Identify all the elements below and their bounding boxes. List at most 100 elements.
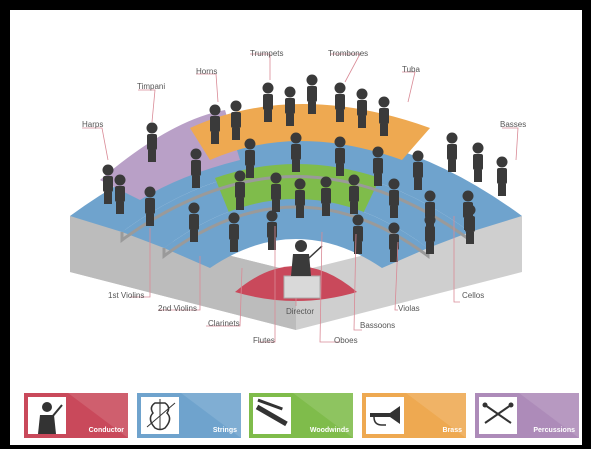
musician-body [425, 202, 435, 218]
musician-legs [414, 178, 422, 190]
strings-middle-tier [122, 168, 470, 248]
musician-legs [358, 116, 366, 128]
musician-head [334, 136, 346, 148]
musician-body [321, 188, 331, 204]
label-flutes: Flutes [253, 336, 275, 345]
director-platform [283, 275, 321, 299]
legend-label-percussions: Percussions [533, 427, 575, 434]
drumsticks-icon [479, 397, 517, 434]
legend-label-brass: Brass [442, 427, 462, 434]
musician-legs [272, 200, 280, 212]
musician-legs [190, 230, 198, 242]
musician-body [285, 98, 295, 114]
musician-head [424, 190, 436, 202]
musician-head [348, 174, 360, 186]
label-timpani: Timpani [137, 82, 166, 91]
musician-head [334, 82, 346, 94]
instrument-family-legend: Conductor Strings Woodwinds Brass [24, 393, 580, 439]
musician-body [357, 100, 367, 116]
musician-head [230, 100, 242, 112]
musician-legs [390, 250, 398, 262]
musician-body [425, 226, 435, 242]
musician-figures [102, 74, 508, 276]
musician-head [388, 178, 400, 190]
clarinet-icon [253, 397, 291, 434]
musician-body [147, 134, 157, 150]
musician-head [234, 170, 246, 182]
musician-body [465, 216, 475, 232]
musician-body [235, 182, 245, 198]
musician-body [379, 108, 389, 124]
label-bassoons: Bassoons [360, 321, 396, 330]
musician-legs [286, 114, 294, 126]
musician-body [335, 94, 345, 110]
musician-body [413, 162, 423, 178]
conductor-icon [28, 397, 66, 434]
orchestra-seating-diagram [70, 53, 522, 343]
musician-legs [322, 204, 330, 216]
musician-body [210, 116, 220, 132]
musician-head [266, 210, 278, 222]
musician-body [335, 148, 345, 164]
musician-legs [211, 132, 219, 144]
musician-head [188, 202, 200, 214]
musician-head [146, 122, 158, 134]
musician-body [497, 168, 507, 184]
musician-head [228, 212, 240, 224]
musician-body [115, 186, 125, 202]
musician-head [412, 150, 424, 162]
legend-card-conductor: Conductor [24, 393, 128, 438]
musician-head [372, 146, 384, 158]
label-clarinets: Clarinets [208, 319, 240, 328]
musician-head [496, 156, 508, 168]
label-leader-lines [82, 53, 519, 343]
musician-head [114, 174, 126, 186]
label-2nd-violins: 2nd Violins [158, 304, 197, 313]
label-basses: Basses [500, 120, 527, 129]
musician-body [271, 184, 281, 200]
label-cellos: Cellos [462, 291, 485, 300]
trumpet-icon [366, 397, 404, 434]
director-figure-head [295, 240, 307, 252]
label-trombones: Trombones [328, 49, 369, 58]
musician-head [284, 86, 296, 98]
legend-label-conductor: Conductor [88, 427, 124, 434]
label-horns: Horns [196, 67, 218, 76]
musician-head [378, 96, 390, 108]
musician-legs [148, 150, 156, 162]
musician-head [102, 164, 114, 176]
musician-legs [498, 184, 506, 196]
director-figure-body [291, 254, 311, 276]
musician-legs [448, 160, 456, 172]
musician-body [229, 224, 239, 240]
label-violas: Violas [398, 304, 420, 313]
musician-legs [146, 214, 154, 226]
musician-legs [380, 124, 388, 136]
label-tuba: Tuba [402, 65, 420, 74]
musician-body [245, 150, 255, 166]
musician-legs [354, 242, 362, 254]
musician-legs [192, 176, 200, 188]
legend-label-woodwinds: Woodwinds [309, 427, 349, 434]
musician-legs [230, 240, 238, 252]
musician-body [295, 190, 305, 206]
musician-legs [426, 242, 434, 254]
musician-body [389, 234, 399, 250]
musician-legs [292, 160, 300, 172]
musician-body [389, 190, 399, 206]
legend-card-percussions: Percussions [475, 393, 579, 438]
musician-legs [336, 110, 344, 122]
musician-head [270, 172, 282, 184]
violin-icon [141, 397, 179, 434]
musician-body [353, 226, 363, 242]
musician-legs [390, 206, 398, 218]
musician-body [191, 160, 201, 176]
musician-head [262, 82, 274, 94]
label-director: Director [286, 307, 315, 316]
director-baton [308, 245, 323, 259]
musician-head [464, 204, 476, 216]
musician-head [144, 186, 156, 198]
musician-head [356, 88, 368, 100]
musician-body [447, 144, 457, 160]
musician-legs [474, 170, 482, 182]
